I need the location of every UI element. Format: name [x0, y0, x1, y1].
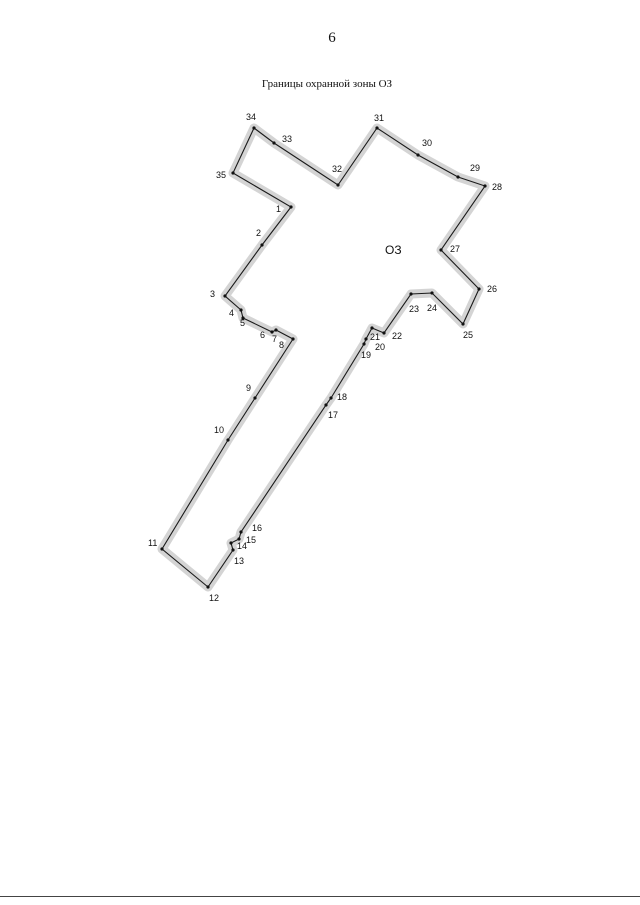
vertex-label-4: 4 [229, 308, 234, 318]
vertex-label-8: 8 [279, 340, 284, 350]
vertex-label-28: 28 [492, 182, 502, 192]
vertex-label-33: 33 [282, 134, 292, 144]
vertex-point-13 [231, 548, 235, 552]
vertex-point-19 [362, 342, 366, 346]
vertex-point-14 [229, 541, 233, 545]
zone-boundary [161, 127, 486, 588]
vertex-point-24 [430, 291, 434, 295]
vertex-label-23: 23 [409, 304, 419, 314]
vertex-point-26 [477, 287, 481, 291]
vertex-label-34: 34 [246, 112, 256, 122]
vertex-point-2 [260, 243, 264, 247]
vertex-label-18: 18 [337, 392, 347, 402]
vertex-point-15 [237, 537, 241, 541]
boundary-vertices [160, 126, 487, 589]
vertex-label-31: 31 [374, 113, 384, 123]
vertex-label-14: 14 [237, 541, 247, 551]
zone-boundary-halo [157, 123, 490, 592]
vertex-point-10 [226, 438, 230, 442]
vertex-label-15: 15 [246, 535, 256, 545]
vertex-point-8 [291, 337, 295, 341]
vertex-point-17 [324, 403, 328, 407]
vertex-label-1: 1 [276, 204, 281, 214]
vertex-label-25: 25 [463, 330, 473, 340]
vertex-point-7 [274, 328, 278, 332]
vertex-point-29 [456, 175, 460, 179]
vertex-point-16 [239, 530, 243, 534]
zone-label: ОЗ [385, 243, 402, 257]
vertex-point-33 [272, 141, 276, 145]
vertex-label-13: 13 [234, 556, 244, 566]
vertex-label-26: 26 [487, 284, 497, 294]
vertex-label-30: 30 [422, 138, 432, 148]
vertex-point-5 [241, 316, 245, 320]
vertex-label-21: 21 [370, 332, 380, 342]
vertex-label-16: 16 [252, 523, 262, 533]
vertex-point-20 [364, 337, 368, 341]
vertex-point-27 [439, 248, 443, 252]
vertex-label-5: 5 [240, 318, 245, 328]
page-title: Границы охранной зоны ОЗ [261, 78, 393, 90]
page-bottom-rule [0, 896, 640, 897]
vertex-label-6: 6 [260, 330, 265, 340]
vertex-point-6 [270, 330, 274, 334]
vertex-label-29: 29 [470, 163, 480, 173]
vertex-point-21 [370, 326, 374, 330]
vertex-label-10: 10 [214, 425, 224, 435]
vertex-point-32 [336, 183, 340, 187]
vertex-label-11: 11 [148, 538, 157, 548]
vertex-point-11 [160, 547, 164, 551]
vertex-label-9: 9 [246, 383, 251, 393]
vertex-point-1 [289, 205, 293, 209]
vertex-point-4 [239, 308, 243, 312]
vertex-label-17: 17 [328, 410, 338, 420]
vertex-label-2: 2 [256, 228, 261, 238]
vertex-point-34 [252, 126, 256, 130]
vertex-point-30 [416, 153, 420, 157]
vertex-point-28 [483, 184, 487, 188]
vertex-label-32: 32 [332, 164, 342, 174]
vertex-label-19: 19 [361, 350, 371, 360]
vertex-label-27: 27 [450, 244, 460, 254]
vertex-point-9 [253, 396, 257, 400]
vertex-label-12: 12 [209, 593, 219, 603]
vertex-point-25 [461, 322, 465, 326]
vertex-label-35: 35 [216, 170, 226, 180]
vertex-point-35 [231, 171, 235, 175]
vertex-point-22 [382, 331, 386, 335]
vertex-label-3: 3 [210, 289, 215, 299]
page-number: 6 [328, 30, 336, 46]
vertex-point-3 [223, 294, 227, 298]
vertex-label-7: 7 [272, 334, 277, 344]
vertex-point-12 [206, 585, 210, 589]
vertex-point-23 [409, 292, 413, 296]
vertex-point-18 [329, 396, 333, 400]
vertex-label-24: 24 [427, 303, 437, 313]
vertex-label-22: 22 [392, 331, 402, 341]
vertex-point-31 [375, 126, 379, 130]
vertex-label-20: 20 [375, 342, 385, 352]
